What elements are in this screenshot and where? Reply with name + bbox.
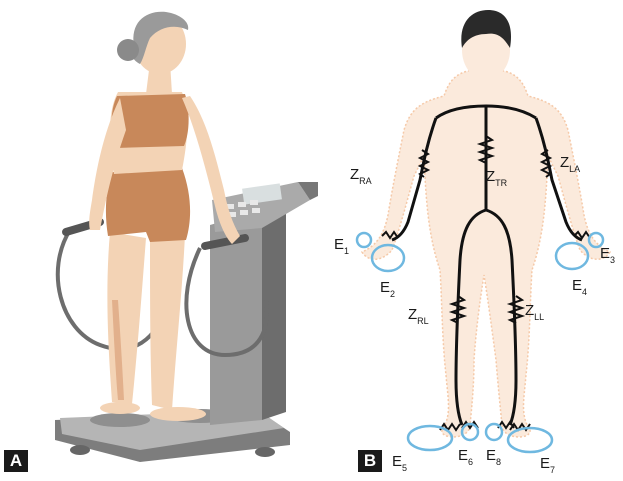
electrode-label-e7: E7 xyxy=(540,455,555,475)
electrode-label-e4: E4 xyxy=(572,277,587,297)
scale-foot-left xyxy=(70,445,90,455)
electrode-label-e3: E3 xyxy=(600,245,615,265)
electrode-label-e6: E6 xyxy=(458,447,473,467)
panel-label-a: A xyxy=(4,450,28,472)
panel-b-schematic: ZRA ZLA ZTR ZRL ZLL E1 E2 E3 E4 E5 E6 E7… xyxy=(334,10,615,475)
woman-right-leg xyxy=(150,235,185,410)
electrode-ring-e4 xyxy=(556,243,588,269)
woman-right-foot xyxy=(150,407,206,421)
woman-shorts xyxy=(106,168,190,242)
electrode-label-e1: E1 xyxy=(334,236,349,256)
electrode-ring-e1 xyxy=(357,233,371,247)
woman-left-foot xyxy=(100,402,140,414)
woman-hair-bun xyxy=(117,39,139,61)
scale-foot-right xyxy=(255,447,275,457)
electrode-label-e8: E8 xyxy=(486,447,501,467)
impedance-label-rl: ZRL xyxy=(408,306,429,326)
woman-right-arm xyxy=(182,96,240,244)
impedance-label-ra: ZRA xyxy=(350,166,372,186)
electrode-ring-e8 xyxy=(486,424,502,440)
panel-label-b: B xyxy=(358,450,382,472)
panel-a-illustration xyxy=(55,12,318,462)
electrode-label-e5: E5 xyxy=(392,453,407,473)
electrode-ring-e5 xyxy=(408,426,452,450)
electrode-label-e2: E2 xyxy=(380,279,395,299)
foot-plate-left xyxy=(90,413,150,427)
